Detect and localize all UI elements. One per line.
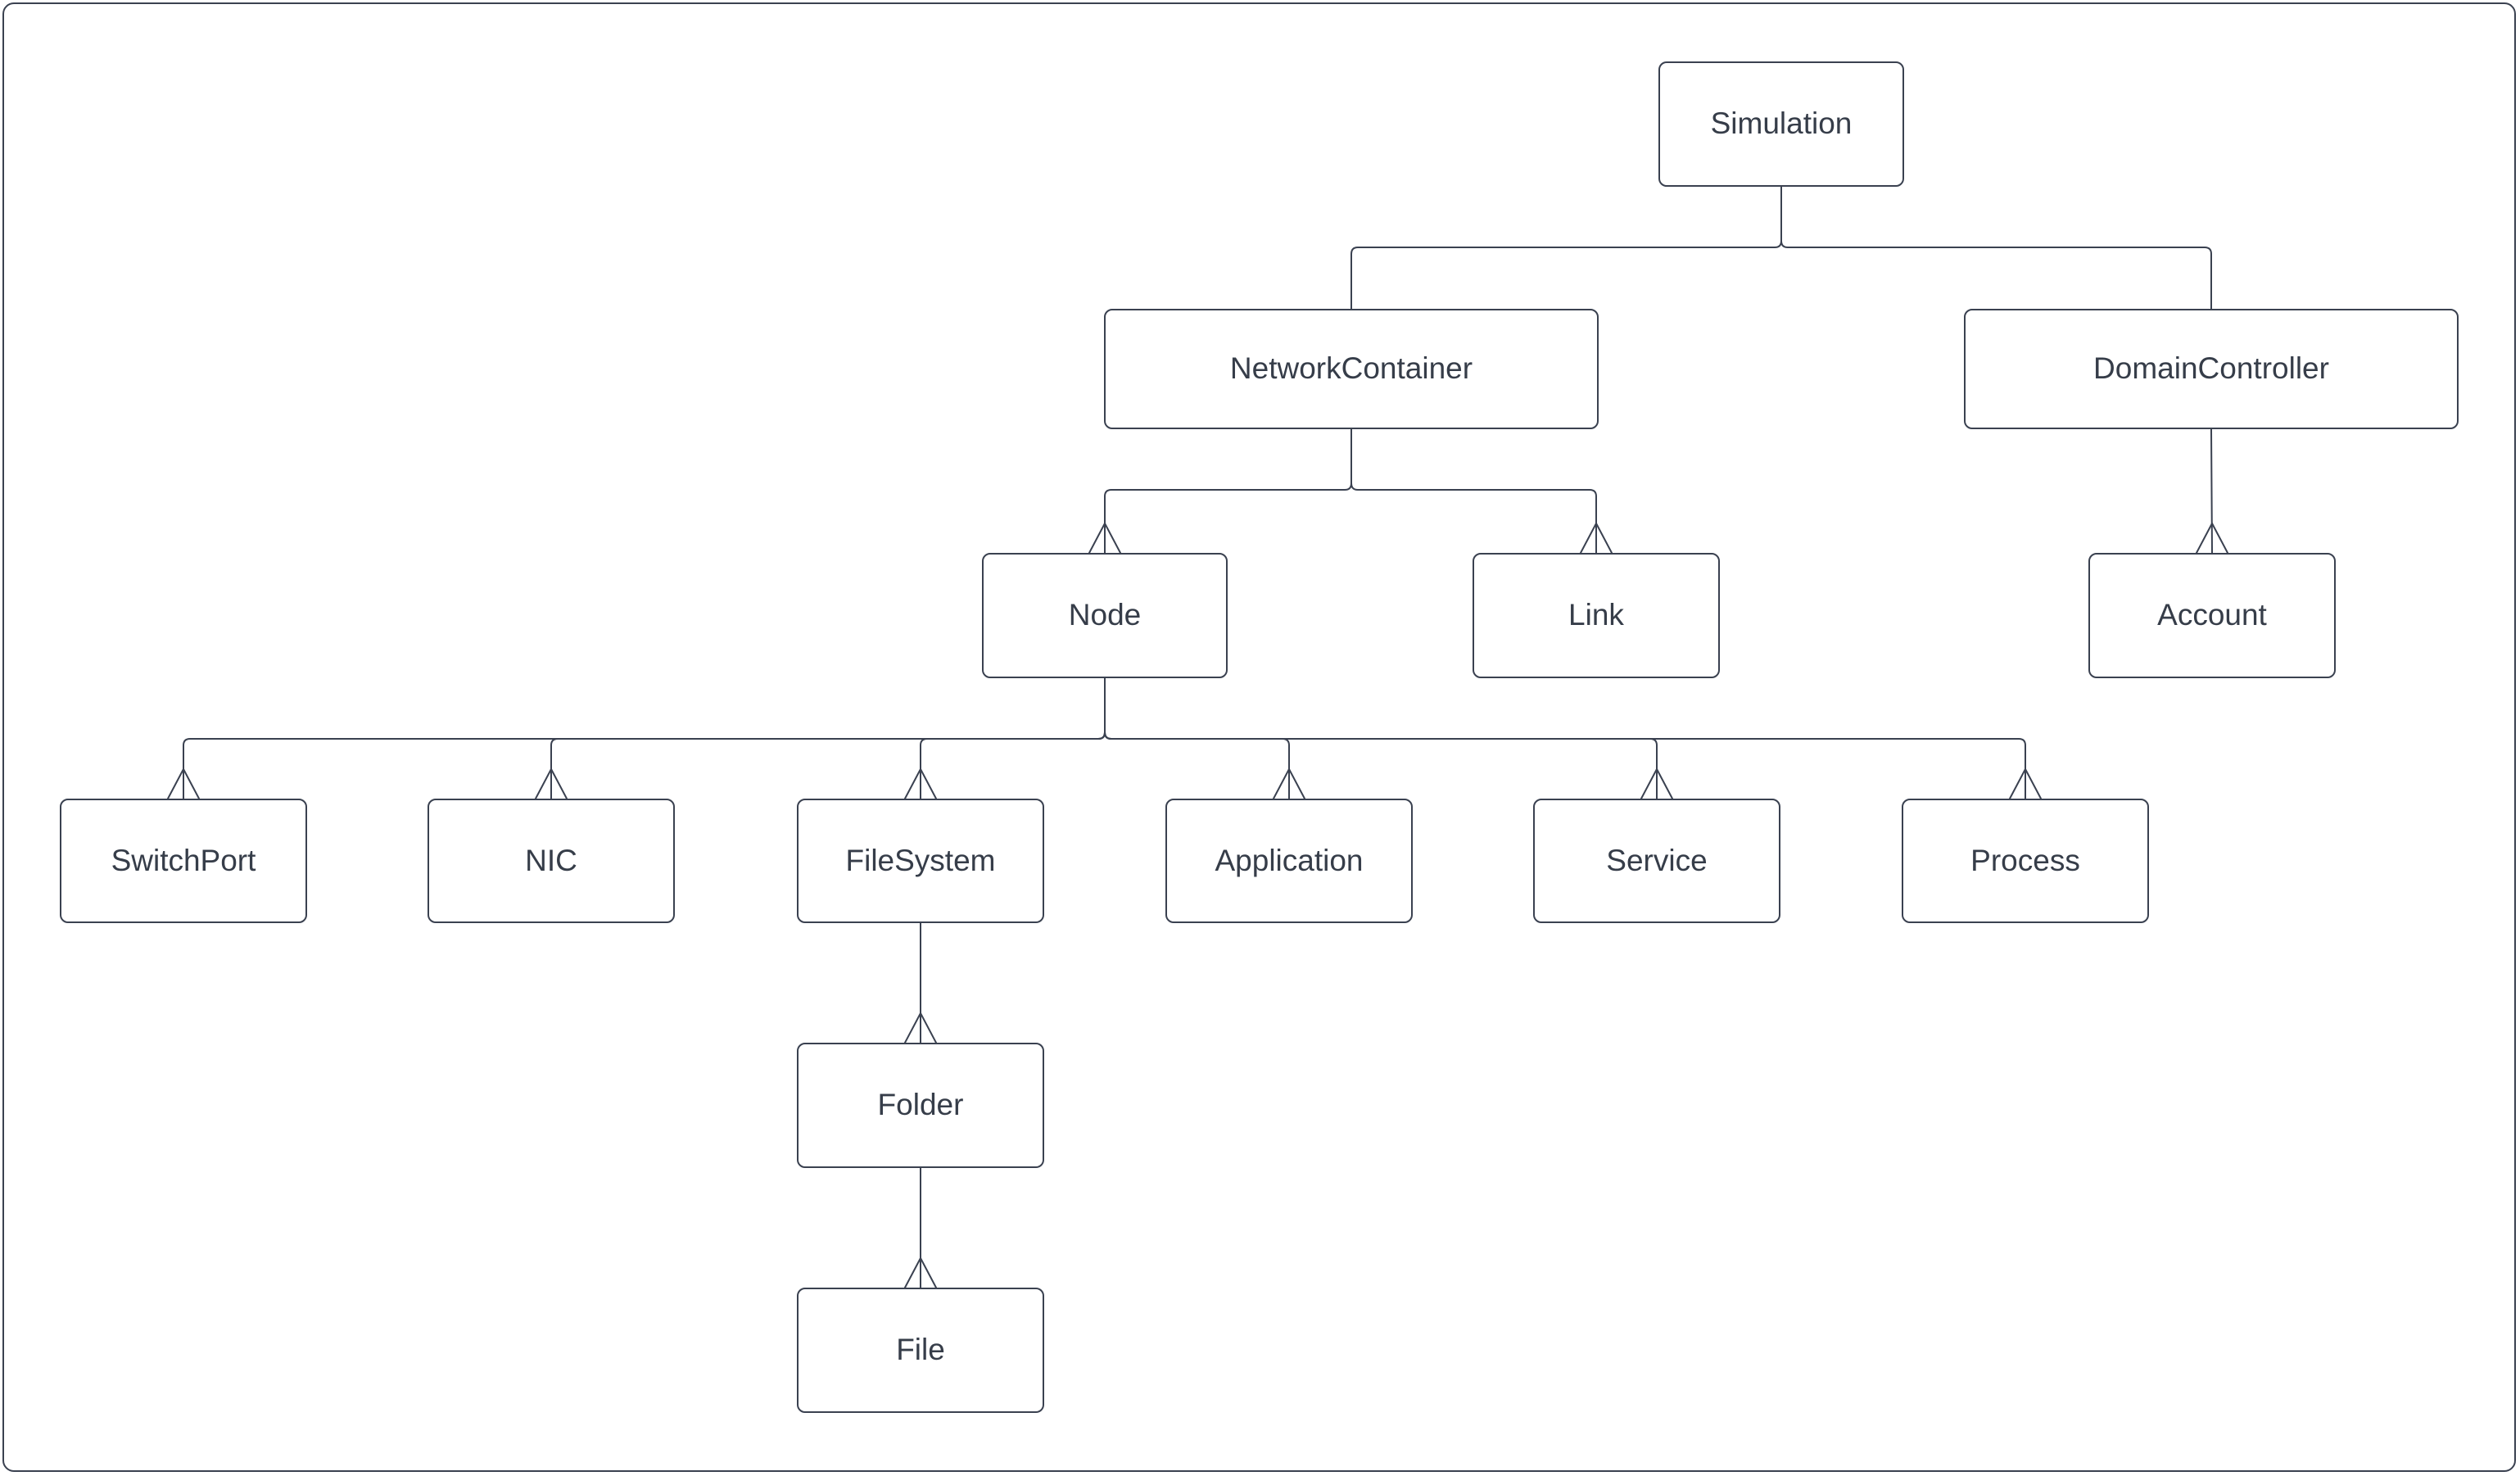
- node-label-simulation: Simulation: [1710, 106, 1853, 141]
- node-application[interactable]: Application: [1165, 799, 1413, 923]
- open-arrowhead-icon-application: [1273, 768, 1305, 799]
- node-node[interactable]: Node: [982, 553, 1228, 678]
- open-arrowhead-icon-node: [1088, 523, 1121, 554]
- node-process[interactable]: Process: [1902, 799, 2149, 923]
- open-arrowhead-icon-link: [1580, 523, 1613, 554]
- edge-network-container-to-node[interactable]: [1104, 428, 1352, 554]
- node-label-application: Application: [1215, 843, 1364, 877]
- node-simulation[interactable]: Simulation: [1658, 61, 1904, 187]
- node-label-nic: NIC: [525, 843, 577, 877]
- open-arrowhead-icon-nic: [535, 768, 568, 799]
- node-link[interactable]: Link: [1473, 553, 1720, 678]
- node-switchport[interactable]: SwitchPort: [60, 799, 307, 923]
- node-folder[interactable]: Folder: [797, 1043, 1044, 1168]
- open-arrowhead-icon-filesystem: [904, 768, 937, 799]
- edge-network-container-to-link[interactable]: [1350, 428, 1597, 554]
- edge-node-to-filesystem[interactable]: [920, 677, 1106, 799]
- edge-simulation-to-network-container[interactable]: [1350, 186, 1782, 310]
- node-filesystem[interactable]: FileSystem: [797, 799, 1044, 923]
- node-service[interactable]: Service: [1533, 799, 1780, 923]
- node-label-file: File: [896, 1333, 945, 1367]
- node-label-service: Service: [1606, 843, 1708, 877]
- node-domain-controller[interactable]: DomainController: [1964, 309, 2459, 429]
- node-label-node: Node: [1068, 598, 1142, 632]
- node-label-account: Account: [2157, 598, 2267, 632]
- open-arrowhead-icon-account: [2196, 523, 2228, 554]
- node-nic[interactable]: NIC: [428, 799, 675, 923]
- node-label-process: Process: [1970, 843, 2080, 877]
- node-network-container[interactable]: NetworkContainer: [1104, 309, 1599, 429]
- open-arrowhead-icon-folder: [904, 1012, 937, 1044]
- edge-node-to-process[interactable]: [1104, 677, 2026, 799]
- node-label-filesystem: FileSystem: [845, 843, 996, 877]
- open-arrowhead-icon-switchport: [167, 768, 200, 799]
- node-label-domain-controller: DomainController: [2093, 351, 2329, 386]
- node-file[interactable]: File: [797, 1288, 1044, 1413]
- open-arrowhead-icon-file: [904, 1257, 937, 1288]
- open-arrowhead-icon-service: [1640, 768, 1673, 799]
- node-account[interactable]: Account: [2088, 553, 2336, 678]
- node-label-link: Link: [1568, 598, 1624, 632]
- open-arrowhead-icon-process: [2009, 768, 2042, 799]
- edge-domain-controller-to-account[interactable]: [2210, 428, 2213, 554]
- node-label-network-container: NetworkContainer: [1229, 351, 1473, 386]
- edge-simulation-to-domain-controller[interactable]: [1780, 186, 2212, 310]
- node-label-folder: Folder: [877, 1088, 964, 1122]
- node-label-switchport: SwitchPort: [111, 843, 256, 877]
